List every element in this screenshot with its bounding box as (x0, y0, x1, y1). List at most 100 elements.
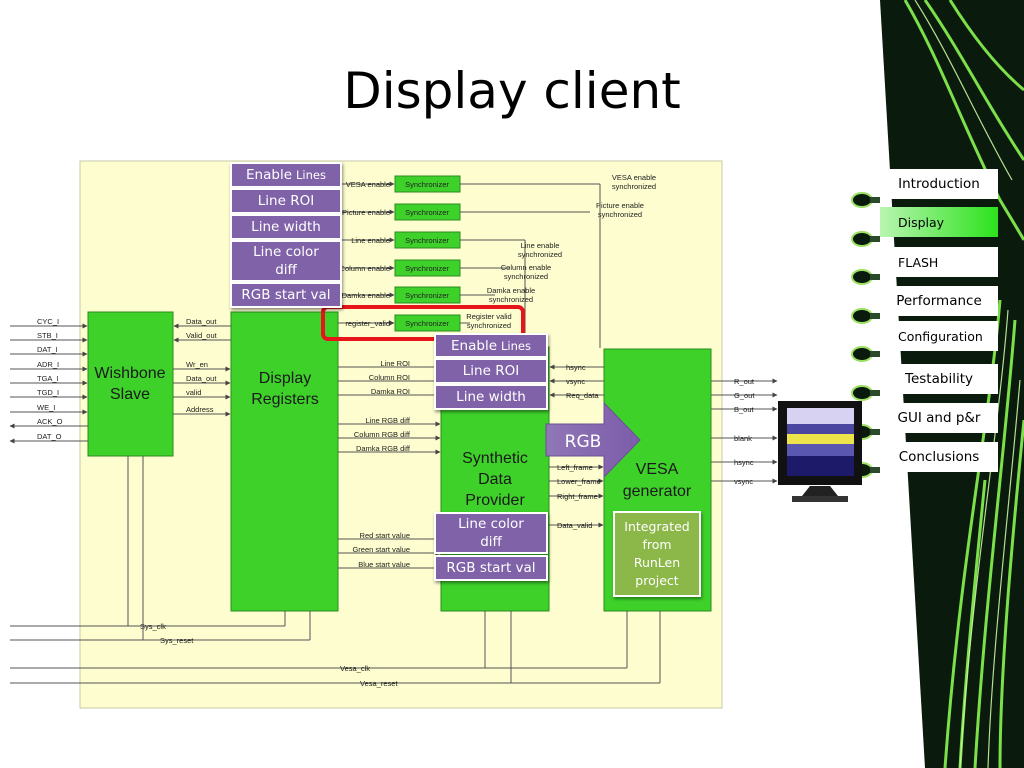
synchronizer-label: Synchronizer (405, 319, 449, 328)
vesa-sdp-signal-label: vsync (566, 377, 585, 386)
synchronizer-label: Synchronizer (405, 208, 449, 217)
nav-configuration[interactable]: Configuration (880, 321, 998, 351)
monitor-icon (778, 401, 862, 502)
bottom-bus-label: Vesa_reset (360, 679, 398, 688)
display-registers-block (230, 311, 339, 612)
wb-dr-signal-label: Valid_out (186, 331, 218, 340)
bus-signal-label: DAT_I (37, 345, 58, 354)
bus-signal-label: CYC_I (37, 317, 59, 326)
sync-output-label-line2: synchronized (467, 321, 511, 330)
bus-signal-label: STB_I (37, 331, 58, 340)
bottom-bus-label: Sys_clk (140, 622, 166, 631)
sdp-vesa-signal-label: Left_frame (557, 463, 593, 472)
sync-output-label-line1: Register valid (466, 312, 511, 321)
callout-dr-enable-sub: Lines (296, 168, 326, 182)
dr-sdp-signal-label: Line ROI (380, 359, 410, 368)
rgb-arrow-label: RGB (565, 432, 602, 452)
synchronizer-label: Synchronizer (405, 180, 449, 189)
sync-output-label-line2: synchronized (489, 295, 533, 304)
nav-performance[interactable]: Performance (880, 286, 998, 316)
callout-dr-line-color-diff: Line color diff (230, 240, 342, 282)
sdp-vesa-signal-label: Data_valid (557, 521, 592, 530)
vesa-output-label: R_out (734, 377, 755, 386)
sync-input-label: Line enable (351, 236, 390, 245)
wb-dr-signal-label: Data_out (186, 317, 217, 326)
nav-display[interactable]: Display (880, 207, 998, 237)
bus-signal-label: ACK_O (37, 417, 63, 426)
nav-testability[interactable]: Testability (880, 364, 998, 394)
vesa-output-label: hsync (734, 458, 754, 467)
vesa-output-label: vsync (734, 477, 753, 486)
callout-sdp-line-roi: Line ROI (434, 358, 548, 384)
sync-output-label-line2: synchronized (598, 210, 642, 219)
wishbone-title-line1: Wishbone (94, 365, 165, 382)
sync-input-label: Column enable (340, 264, 390, 273)
slide-title: Display client (343, 62, 681, 120)
sync-output-label-line1: Line enable (521, 241, 560, 250)
dr-sdp-signal-label: Line RGB diff (366, 416, 411, 425)
vesa-sdp-signal-label: Req_data (566, 391, 599, 400)
wb-dr-signal-label: Address (186, 405, 214, 414)
vesa-output-label: G_out (734, 391, 755, 400)
sync-output-label-line1: Picture enable (596, 201, 644, 210)
sync-output-label-line2: synchronized (612, 182, 656, 191)
wb-dr-signal-label: valid (186, 388, 201, 397)
vesa-output-label: B_out (734, 405, 755, 414)
callout-dr-line-roi: Line ROI (230, 188, 342, 214)
callout-dr-enable-main: Enable (246, 167, 292, 183)
display-registers-title-line2: Registers (251, 391, 319, 408)
sdp-vesa-signal-label: Right_frame (557, 492, 598, 501)
synthetic-title-line3: Provider (465, 492, 525, 509)
dr-sdp-signal-label: Damka ROI (371, 387, 410, 396)
sync-output-label-line1: Damka enable (487, 286, 535, 295)
wb-dr-signal-label: Wr_en (186, 360, 208, 369)
nav-conclusions[interactable]: Conclusions (880, 442, 998, 472)
callout-sdp-enable-sub: Lines (501, 338, 531, 353)
bottom-bus-label: Vesa_clk (340, 664, 370, 673)
callout-dr-rgb-start-val: RGB start val (230, 282, 342, 308)
synthetic-title-line2: Data (478, 471, 512, 488)
signal-lines: CYC_I STB_I DAT_I ADR_I TGA_I TGD_I WE_I ACK_O D… (9, 184, 778, 688)
register-valid-highlight (321, 305, 525, 341)
bus-signal-label: ADR_I (37, 360, 59, 369)
callout-sdp-line-width: Line width (434, 384, 548, 410)
sync-input-label: Picture enable (342, 208, 390, 217)
dr-sdp-signal-label: Red start value (360, 531, 410, 540)
synthetic-title-line1: Synthetic (462, 450, 528, 467)
nav-flash[interactable]: FLASH (880, 247, 998, 277)
sync-output-label-line1: Column enable (501, 263, 551, 272)
bottom-bus-label: Sys_reset (160, 636, 194, 645)
sync-input-label: register_valid (345, 319, 390, 328)
bus-signal-label: TGA_I (37, 374, 59, 383)
bus-signal-label: TGD_I (37, 388, 59, 397)
dr-sdp-signal-label: Column RGB diff (354, 430, 411, 439)
sdp-vesa-signal-label: Lower_frame (557, 477, 601, 486)
dr-sdp-signal-label: Blue start value (358, 560, 410, 569)
sync-output-label-line2: synchronized (504, 272, 548, 281)
rgb-arrow (545, 401, 641, 479)
callout-sdp-rgb-start-val: RGB start val (434, 555, 548, 581)
nav-introduction[interactable]: Introduction (880, 169, 998, 199)
sync-output-label-line1: VESA enable (612, 173, 656, 182)
synchronizer-label: Synchronizer (405, 291, 449, 300)
wishbone-title-line2: Slave (110, 386, 150, 403)
synchronizer-label: Synchronizer (405, 264, 449, 273)
callout-integrated-runlen: Integrated from RunLen project (613, 511, 701, 597)
dr-sdp-signal-label: Column ROI (369, 373, 410, 382)
nav-gui-and-pr[interactable]: GUI and p&r (880, 403, 998, 433)
wishbone-slave-block (87, 311, 174, 457)
sync-output-label-line2: synchronized (518, 250, 562, 259)
callout-sdp-enable-lines: Enable Lines (434, 333, 548, 358)
bus-signal-label: WE_I (37, 403, 55, 412)
callout-dr-enable-lines: Enable Lines (230, 162, 342, 188)
display-registers-title-line1: Display (259, 370, 311, 387)
dr-sdp-signal-label: Green start value (352, 545, 410, 554)
callout-dr-line-width: Line width (230, 214, 342, 240)
dr-sdp-signal-label: Damka RGB diff (356, 444, 411, 453)
wb-dr-signal-label: Data_out (186, 374, 217, 383)
callout-sdp-line-color-diff: Line color diff (434, 512, 548, 554)
callout-sdp-enable-main: Enable (451, 337, 497, 354)
vesa-output-label: blank (734, 434, 752, 443)
